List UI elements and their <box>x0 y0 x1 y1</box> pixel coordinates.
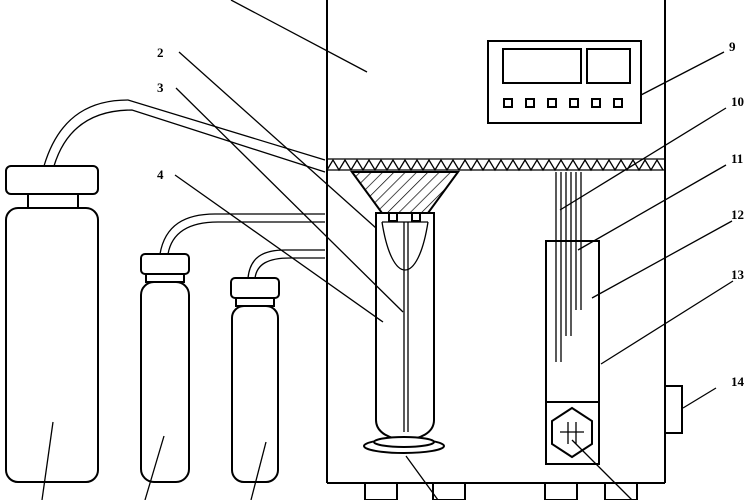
label-12: 12 <box>731 207 744 222</box>
side-connector <box>664 385 683 434</box>
funnel-stopper <box>350 171 460 214</box>
base-plate <box>363 436 445 454</box>
label-3: 3 <box>157 80 164 95</box>
label-9: 9 <box>729 39 736 54</box>
control-buttons <box>503 98 623 108</box>
control-panel <box>487 40 642 124</box>
electrode-rods <box>555 172 582 362</box>
gas-tubes <box>43 99 326 279</box>
measuring-cylinder <box>545 240 600 465</box>
test-tube <box>375 212 435 441</box>
label-2: 2 <box>157 45 164 60</box>
liquid-surface <box>326 158 665 172</box>
label-10: 10 <box>731 94 744 109</box>
label-13: 13 <box>731 267 745 282</box>
part-labels: 2 3 4 9 10 11 12 13 14 <box>157 39 745 389</box>
label-4: 4 <box>157 167 164 182</box>
label-11: 11 <box>731 151 743 166</box>
small-gas-bottle <box>230 277 280 483</box>
medium-gas-bottle <box>140 253 190 483</box>
large-gas-bottle <box>5 165 99 483</box>
label-14: 14 <box>731 374 745 389</box>
leader-lines <box>41 0 734 500</box>
